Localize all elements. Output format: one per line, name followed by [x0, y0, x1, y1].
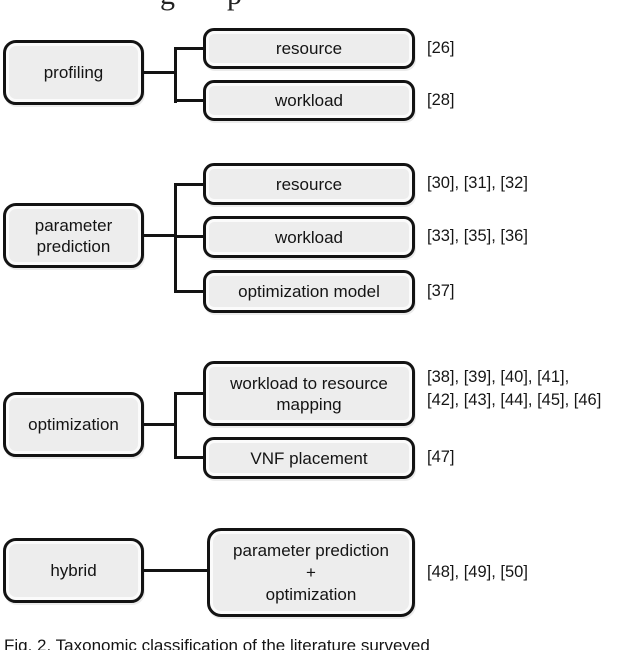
parent-box-hybrid: hybrid	[3, 538, 144, 603]
connector-stub	[177, 235, 203, 238]
connector-trunk	[174, 392, 177, 459]
parent-box-parameter-prediction: parameter prediction	[3, 203, 144, 268]
cropped-text-fragment-left: g	[160, 0, 175, 12]
connector-horizontal	[144, 71, 174, 74]
child-box-vnf-placement: VNF placement	[203, 437, 415, 479]
connector-stub	[177, 456, 203, 459]
connector-horizontal	[144, 423, 174, 426]
connector-trunk	[174, 47, 177, 103]
reference-list: [47]	[427, 448, 455, 466]
parent-box-profiling: profiling	[3, 40, 144, 105]
connector-stub	[177, 290, 203, 293]
reference-list: [33], [35], [36]	[427, 227, 528, 245]
reference-list: [48], [49], [50]	[427, 563, 528, 581]
reference-list: [28]	[427, 91, 455, 109]
child-box-resource: resource	[203, 28, 415, 69]
connector-stub	[177, 183, 203, 186]
connector-horizontal	[144, 234, 174, 237]
child-box-parameter-prediction-plus-optimization: parameter prediction + optimization	[207, 528, 415, 617]
reference-list: [38], [39], [40], [41], [42], [43], [44]…	[427, 368, 602, 409]
cropped-text-fragment-right: p	[227, 0, 242, 12]
reference-list: [30], [31], [32]	[427, 174, 528, 192]
connector-trunk	[174, 183, 177, 293]
reference-list: [37]	[427, 282, 455, 300]
connector-stub	[177, 392, 203, 395]
connector-horizontal	[144, 569, 207, 572]
child-box-workload-to-resource-mapping: workload to resource mapping	[203, 361, 415, 426]
figure-caption: Fig. 2. Taxonomic classification of the …	[4, 636, 430, 650]
connector-stub	[177, 47, 203, 50]
child-box-workload: workload	[203, 80, 415, 121]
connector-stub	[177, 99, 203, 102]
reference-list: [26]	[427, 39, 455, 57]
child-box-optimization-model: optimization model	[203, 270, 415, 313]
child-box-resource: resource	[203, 163, 415, 205]
child-box-workload: workload	[203, 216, 415, 258]
parent-box-optimization: optimization	[3, 392, 144, 457]
